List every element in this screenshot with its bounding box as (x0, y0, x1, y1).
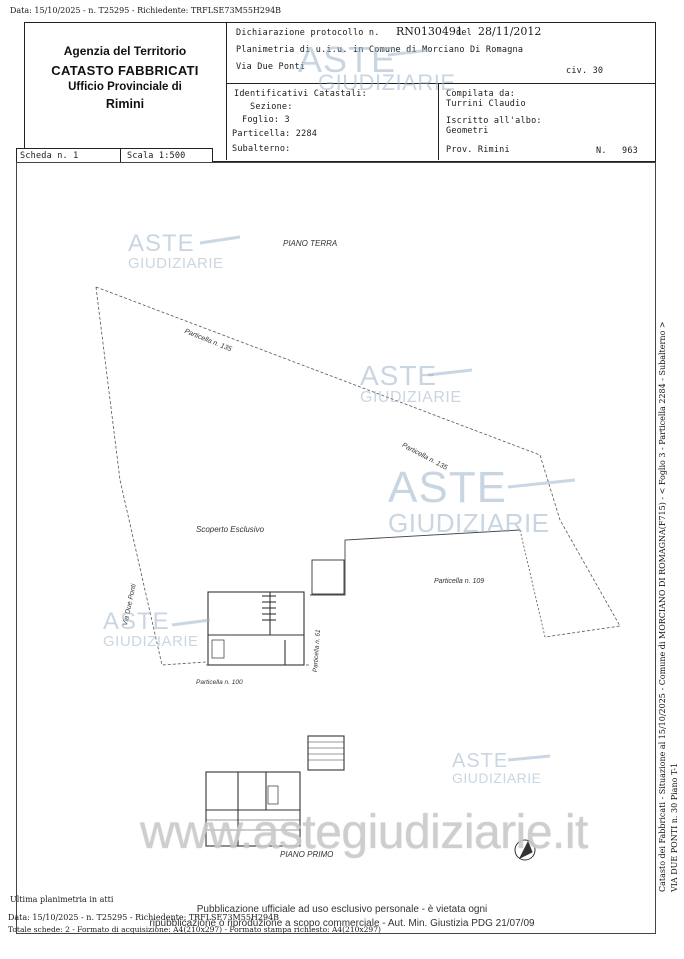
label-piano-terra: PIANO TERRA (283, 239, 338, 248)
province: Prov. Rimini (446, 145, 510, 155)
ground-floor-building (207, 559, 345, 666)
civic-number: civ. 30 (566, 66, 604, 76)
header-box (24, 22, 656, 162)
address: Via Due Ponti (236, 62, 306, 72)
watermark-aste: ASTE GIUDIZIARIE (452, 750, 542, 786)
footer-totale-line: Totale schede: 2 - Formato di acquisizio… (8, 925, 381, 934)
side-text-address: VIA DUE PONTI n. 30 Piano T-1 (670, 762, 679, 892)
page-header: Data: 15/10/2025 - n. T25295 - Richieden… (10, 6, 282, 15)
foglio: Foglio: 3 (242, 115, 290, 125)
label-particella-100: Particella n. 100 (196, 679, 243, 686)
watermark-aste: ASTE GIUDIZIARIE (128, 230, 224, 272)
registration-number: 963 (622, 146, 638, 156)
label-particella-109: Particella n. 109 (434, 578, 485, 585)
agency-catasto: CATASTO FABBRICATI (51, 63, 199, 78)
subalterno: Subalterno: (232, 144, 291, 154)
watermark-aste: ASTE GIUDIZIARIE (298, 39, 456, 95)
scheda-number: Scheda n. 1 (20, 151, 79, 161)
footer-publication-line-1: Pubblicazione ufficiale ad uso esclusivo… (196, 904, 488, 915)
header-divider (438, 83, 439, 160)
albo-label: Iscritto all'albo: (446, 116, 542, 126)
agency-office: Ufficio Provinciale di (68, 81, 182, 93)
first-floor-building (205, 735, 345, 847)
gavel-icon (171, 48, 576, 762)
site-watermark: www.astegiudiziarie.it (140, 806, 588, 859)
header-divider (226, 83, 655, 84)
watermark-aste: ASTE GIUDIZIARIE (360, 360, 462, 406)
footer-publication-line-2: ripubblicazione o riproduzione a scopo c… (149, 918, 535, 929)
albo-value: Geometri (446, 126, 489, 136)
compiler-label: Compilata da: (446, 89, 516, 99)
watermark-aste: ASTE GIUDIZIARIE (388, 463, 550, 538)
scheda-divider (120, 148, 121, 163)
agency-name: Agenzia del Territorio (63, 44, 187, 58)
north-arrow-icon (514, 839, 536, 861)
agency-city: Rimini (105, 97, 145, 111)
protocol-date-label: del (456, 28, 472, 38)
particella: Particella: 2284 (232, 129, 318, 139)
footer-ultima-planimetria: Ultima planimetria in atti (10, 895, 114, 904)
planimetria-description: Planimetria di u.i.u. in Comune di Morci… (236, 45, 524, 55)
label-scoperto-esclusivo: Scoperto Esclusivo (196, 525, 265, 534)
protocol-date: 28/11/2012 (478, 25, 542, 38)
protocol-label: Dichiarazione protocollo n. (236, 28, 380, 38)
footer-data-line: Data: 15/10/2025 - n. T25295 - Richieden… (8, 913, 280, 922)
identifiers-title: Identificativi Catastali: (234, 89, 367, 99)
header-divider (226, 22, 227, 160)
compiler-name: Turrini Claudio (446, 99, 526, 109)
label-piano-primo: PIANO PRIMO (280, 850, 334, 859)
drawing-frame (16, 162, 656, 934)
watermark-aste: ASTE GIUDIZIARIE (103, 608, 199, 650)
sezione: Sezione: (250, 102, 293, 112)
protocol-number: RN0130491 (396, 25, 463, 38)
registration-number-label: N. (596, 146, 607, 156)
side-text-main: Catasto dei Fabbricati - Situazione al 1… (658, 321, 667, 892)
scale: Scala 1:500 (127, 151, 186, 161)
